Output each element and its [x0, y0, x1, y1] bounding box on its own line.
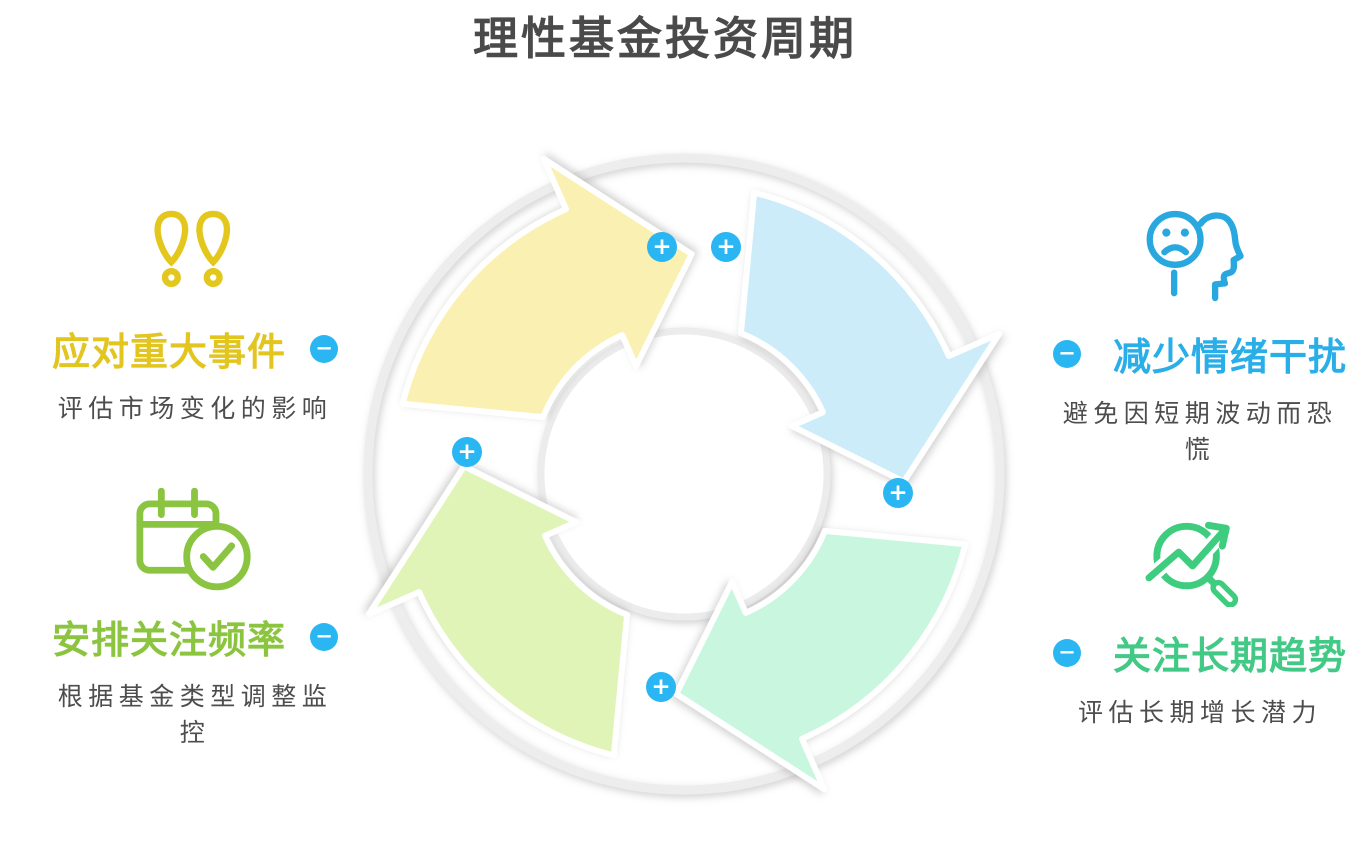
remove-item-button[interactable]: − — [1052, 638, 1081, 667]
add-segment-button-top-right[interactable]: + — [711, 232, 741, 262]
double-exclamation-icon — [145, 203, 245, 303]
cycle-arrow-bottom-left — [365, 463, 631, 759]
item-reduce-emotional-interference: − 减少情绪干扰 避免因短期波动而恐慌 — [1040, 210, 1360, 469]
item-arrange-monitoring-frequency: 安排关注频率 − 根据基金类型调整监控 — [40, 488, 350, 752]
investment-cycle-diagram — [363, 153, 1005, 795]
remove-item-button[interactable]: − — [1052, 339, 1081, 368]
add-segment-button-bottom[interactable]: + — [646, 672, 676, 702]
item-description: 避免因短期波动而恐慌 — [1062, 401, 1338, 464]
sad-face-head-icon — [1139, 210, 1261, 308]
cycle-arrow-top-right — [737, 189, 1003, 485]
add-segment-button-left[interactable]: + — [452, 437, 482, 467]
calendar-check-icon — [134, 488, 256, 591]
item-title: 关注长期趋势 — [1112, 636, 1347, 678]
item-title: 减少情绪干扰 — [1112, 337, 1347, 379]
cycle-arrow-bottom-right — [673, 527, 969, 793]
chart-magnifier-icon — [1143, 512, 1257, 607]
page-title: 理性基金投资周期 — [472, 14, 857, 64]
item-description: 评估长期增长潜力 — [1077, 700, 1322, 727]
cycle-outer-ring — [363, 153, 1005, 795]
item-title: 应对重大事件 — [51, 332, 286, 374]
add-segment-button-top-left[interactable]: + — [647, 232, 677, 262]
remove-item-button[interactable]: − — [310, 334, 338, 363]
cycle-arrow-top-left — [399, 155, 695, 421]
add-segment-button-right[interactable]: + — [883, 478, 913, 508]
item-description: 评估市场变化的影响 — [57, 396, 333, 423]
remove-item-button[interactable]: − — [310, 622, 338, 651]
item-respond-major-events: 应对重大事件 − 评估市场变化的影响 — [40, 203, 350, 428]
item-description: 根据基金类型调整监控 — [57, 684, 333, 747]
item-title: 安排关注频率 — [51, 620, 286, 662]
cycle-inner-circle — [537, 327, 831, 621]
item-focus-long-term-trends: − 关注长期趋势 评估长期增长潜力 — [1040, 512, 1360, 732]
